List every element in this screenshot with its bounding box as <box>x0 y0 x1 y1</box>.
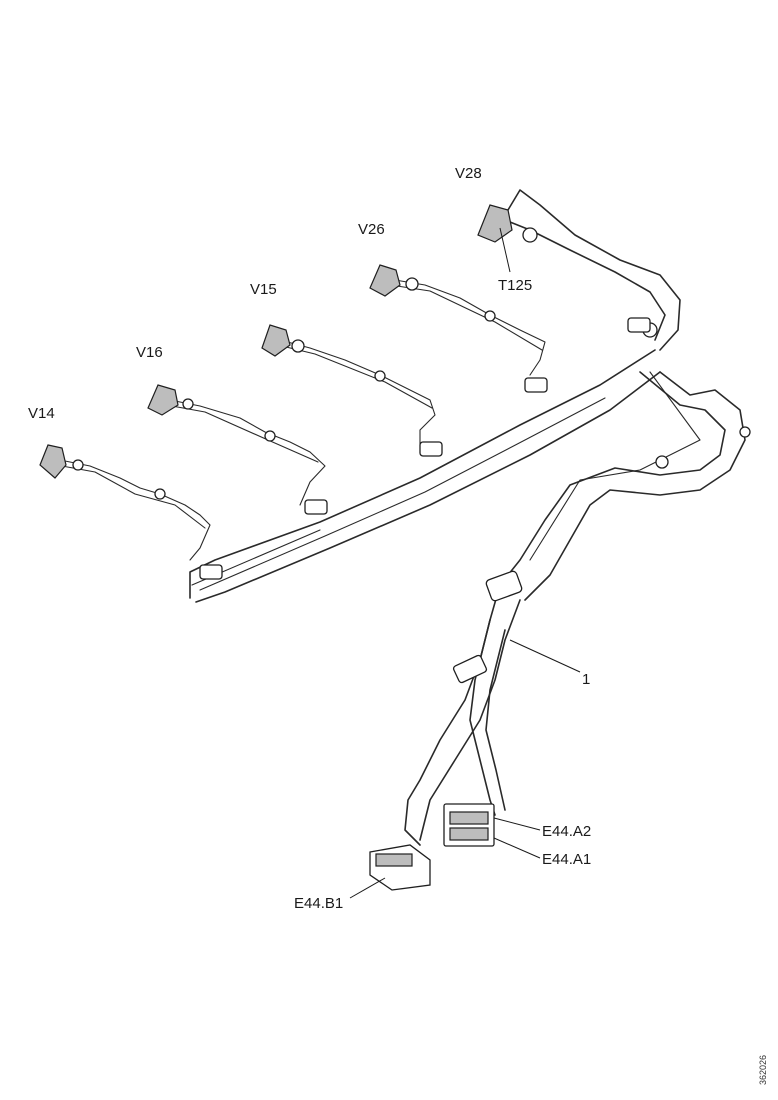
label-v28: V28 <box>455 165 482 182</box>
label-v16: V16 <box>136 344 163 361</box>
label-v15: V15 <box>250 281 277 298</box>
label-e44-a1: E44.A1 <box>542 851 591 868</box>
branch-v28 <box>504 189 681 351</box>
main-harness-rail <box>189 349 661 603</box>
connector-v26 <box>369 264 401 297</box>
branch-v15 <box>279 339 436 446</box>
connector-v14 <box>39 444 67 479</box>
branch-v14 <box>59 459 211 561</box>
connector-v16 <box>147 384 179 416</box>
label-v26: V26 <box>358 221 385 238</box>
rail-connectors <box>199 317 651 580</box>
label-v14: V14 <box>28 405 55 422</box>
downward-trunk <box>404 570 523 846</box>
connector-v28 <box>477 204 513 243</box>
reference-number: 362026 <box>758 1055 768 1085</box>
branch-v26 <box>394 277 546 376</box>
label-t125: T125 <box>498 277 532 294</box>
label-e44-b1: E44.B1 <box>294 895 343 912</box>
label-item-1: 1 <box>582 671 590 688</box>
connector-v15 <box>261 324 291 357</box>
leader-lines <box>349 227 581 899</box>
control-unit-e44-a <box>443 803 495 847</box>
control-unit-e44-b1 <box>369 844 431 891</box>
label-e44-a2: E44.A2 <box>542 823 591 840</box>
large-duct <box>499 371 751 601</box>
branch-v16 <box>169 398 326 506</box>
